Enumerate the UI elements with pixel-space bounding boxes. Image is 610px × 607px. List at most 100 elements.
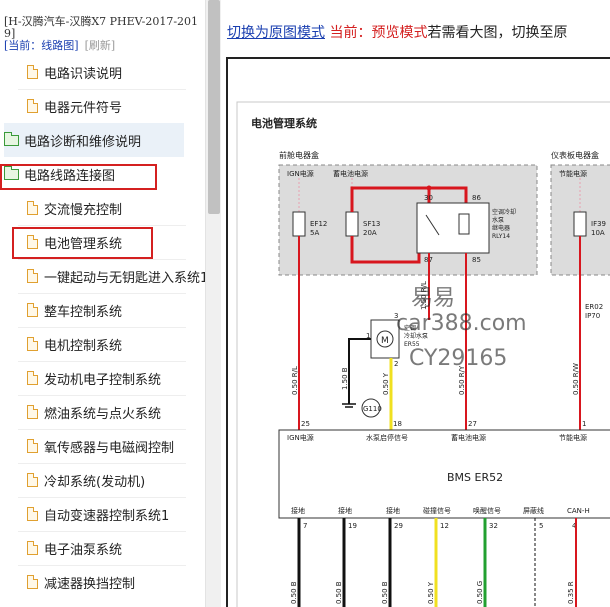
- relay-pin-85: 85: [472, 256, 481, 264]
- tree-item-battery-management[interactable]: 电池管理系统: [27, 225, 122, 259]
- divider: [18, 429, 186, 430]
- switch-original-mode-link[interactable]: 切换为原图模式: [227, 25, 325, 41]
- bms-bottom-pin-4: 4: [572, 522, 577, 530]
- fuse-sf13: [345, 211, 359, 237]
- tree-item-vehicle-control[interactable]: 整车控制系统: [27, 293, 122, 327]
- wire-label-150b: 1.50 B: [341, 367, 349, 390]
- fuse-ef12-label: EF12: [310, 220, 327, 228]
- tree-item-oxygen-sensor[interactable]: 氧传感器与电磁阀控制: [27, 429, 174, 463]
- wire-label-bottom-2: 0.50 B: [335, 581, 343, 604]
- tree-item-label: 电机控制系统: [44, 338, 123, 354]
- ground-g110-label: G110: [363, 405, 382, 413]
- front-box-label: 前舱电器盒: [279, 150, 319, 160]
- wire-label-bottom-1: 0.50 B: [290, 581, 298, 604]
- fuse-ef12-rating: 5A: [310, 229, 319, 237]
- divider: [18, 463, 186, 464]
- refresh-link[interactable]: [刷新]: [84, 39, 116, 52]
- document-icon: [27, 269, 38, 283]
- fuse-ef12: [292, 211, 306, 237]
- bms-bottom-label-ground3: 接地: [386, 506, 400, 515]
- tree-item-reducer-shift[interactable]: 减速器换挡控制: [27, 565, 135, 599]
- tree-item-cooling-system[interactable]: 冷却系统(发动机): [27, 463, 145, 497]
- ground-g110-badge: [361, 398, 381, 418]
- document-icon: [27, 473, 38, 487]
- bms-bottom-label-ground1: 接地: [291, 506, 305, 515]
- watermark-line2: car388.com: [396, 311, 527, 336]
- wire-label-bottom-5: 0.50 G: [476, 581, 484, 604]
- tree-item-label: 电器元件符号: [44, 100, 123, 116]
- relay-pin-30: 30: [424, 194, 433, 202]
- tree-item-wiring-diagrams[interactable]: 电路线路连接图: [4, 157, 115, 191]
- bms-top-pin-1: 1: [582, 420, 586, 428]
- bms-bottom-pin-32: 32: [489, 522, 498, 530]
- bms-bottom-label-shield: 屏蔽线: [523, 506, 544, 515]
- wire-label-bottom-6: 0.35 R: [567, 581, 575, 604]
- tree-item-label: 减速器换挡控制: [44, 576, 136, 592]
- folder-open-icon: [4, 165, 19, 180]
- divider: [18, 497, 186, 498]
- relay-rly14: [416, 202, 490, 254]
- energy-power-label: 节能电源: [559, 169, 587, 178]
- document-icon: [27, 65, 38, 79]
- divider: [18, 293, 186, 294]
- folder-open-icon: [4, 131, 19, 146]
- tree-item-transmission[interactable]: 自动变速器控制系统1: [27, 497, 169, 531]
- tree-item-circuit-reading[interactable]: 电路识读说明: [27, 55, 122, 89]
- preview-frame-left: [226, 57, 228, 607]
- divider: [18, 89, 186, 90]
- wiring-diagram: 电池管理系统 前舱电器盒 仪表板电器盒 IGN电源 蓄电池电源 节能电源 EF1…: [236, 101, 610, 607]
- vehicle-title: [H-汉腾汽车-汉腾X7 PHEV-2017-2019]: [4, 15, 199, 40]
- tree-item-label: 冷却系统(发动机): [44, 474, 146, 490]
- divider: [18, 395, 186, 396]
- sidebar-scrollbar[interactable]: [205, 0, 222, 607]
- bms-bottom-label-ground2: 接地: [338, 506, 352, 515]
- wire-label-bottom-3: 0.50 B: [381, 581, 389, 604]
- mode-bar: 切换为原图模式 当前：预览模式若需看大图，切换至原: [227, 22, 567, 42]
- bms-label-energy: 节能电源: [559, 433, 587, 442]
- divider: [18, 565, 186, 566]
- wire-label-bottom-4: 0.50 Y: [427, 581, 435, 604]
- ign-power-label: IGN电源: [287, 169, 314, 178]
- bms-bottom-pin-5: 5: [539, 522, 543, 530]
- tree-item-keyless-start[interactable]: 一键起动与无钥匙进入系统1: [27, 259, 205, 293]
- tree-item-oil-pump[interactable]: 电子油泵系统: [27, 531, 122, 565]
- document-icon: [27, 507, 38, 521]
- motor-icon-glyph: M: [381, 336, 389, 346]
- tree-item-label: 电路诊断和维修说明: [24, 134, 142, 150]
- wire-label-050rw: 0.50 R/W: [572, 363, 580, 395]
- sidebar-panel: [H-汉腾汽车-汉腾X7 PHEV-2017-2019] [当前：线路图][刷新…: [0, 0, 205, 607]
- tree-item-motor-control[interactable]: 电机控制系统: [27, 327, 122, 361]
- bms-top-pin-25: 25: [301, 420, 310, 428]
- tree-item-diagnosis[interactable]: 电路诊断和维修说明: [4, 123, 184, 157]
- bms-label-battery: 蓄电池电源: [451, 433, 486, 442]
- document-icon: [27, 575, 38, 589]
- tree-item-engine-control[interactable]: 发动机电子控制系统: [27, 361, 161, 395]
- tree-item-label: 发动机电子控制系统: [44, 372, 162, 388]
- scrollbar-thumb[interactable]: [208, 0, 220, 214]
- pump-pin-1: 1: [366, 332, 370, 340]
- mode-hint: 若需看大图，切换至原: [427, 25, 568, 41]
- sidebar-header: [H-汉腾汽车-汉腾X7 PHEV-2017-2019] [当前：线路图][刷新…: [4, 16, 200, 52]
- relay-name-line2: 水泵: [492, 216, 504, 224]
- bms-top-pin-27: 27: [468, 420, 477, 428]
- battery-power-label: 蓄电池电源: [333, 169, 368, 178]
- relay-pin-86: 86: [472, 194, 481, 202]
- bms-bottom-label-wakeup: 唤醒信号: [473, 506, 501, 515]
- relay-name-line3: 继电器: [492, 224, 510, 232]
- tree-item-label: 交流慢充控制: [44, 202, 123, 218]
- fuse-if39-rating: 10A: [591, 229, 605, 237]
- tree-item-ac-charging[interactable]: 交流慢充控制: [27, 191, 122, 225]
- document-icon: [27, 541, 38, 555]
- tree-item-component-symbols[interactable]: 电器元件符号: [27, 89, 122, 123]
- front-fuse-box: [278, 164, 538, 276]
- document-icon: [27, 201, 38, 215]
- divider: [18, 361, 186, 362]
- fuse-if39-label: IF39: [591, 220, 606, 228]
- tree-item-label: 电池管理系统: [44, 236, 123, 252]
- tree-item-label: 自动变速器控制系统1: [44, 508, 170, 524]
- divider: [18, 531, 186, 532]
- tree-item-fuel-ignition[interactable]: 燃油系统与点火系统: [27, 395, 161, 429]
- bms-bottom-pin-29: 29: [394, 522, 403, 530]
- pump-pin-3: 3: [394, 312, 398, 320]
- tree-item-label: 氧传感器与电磁阀控制: [44, 440, 175, 456]
